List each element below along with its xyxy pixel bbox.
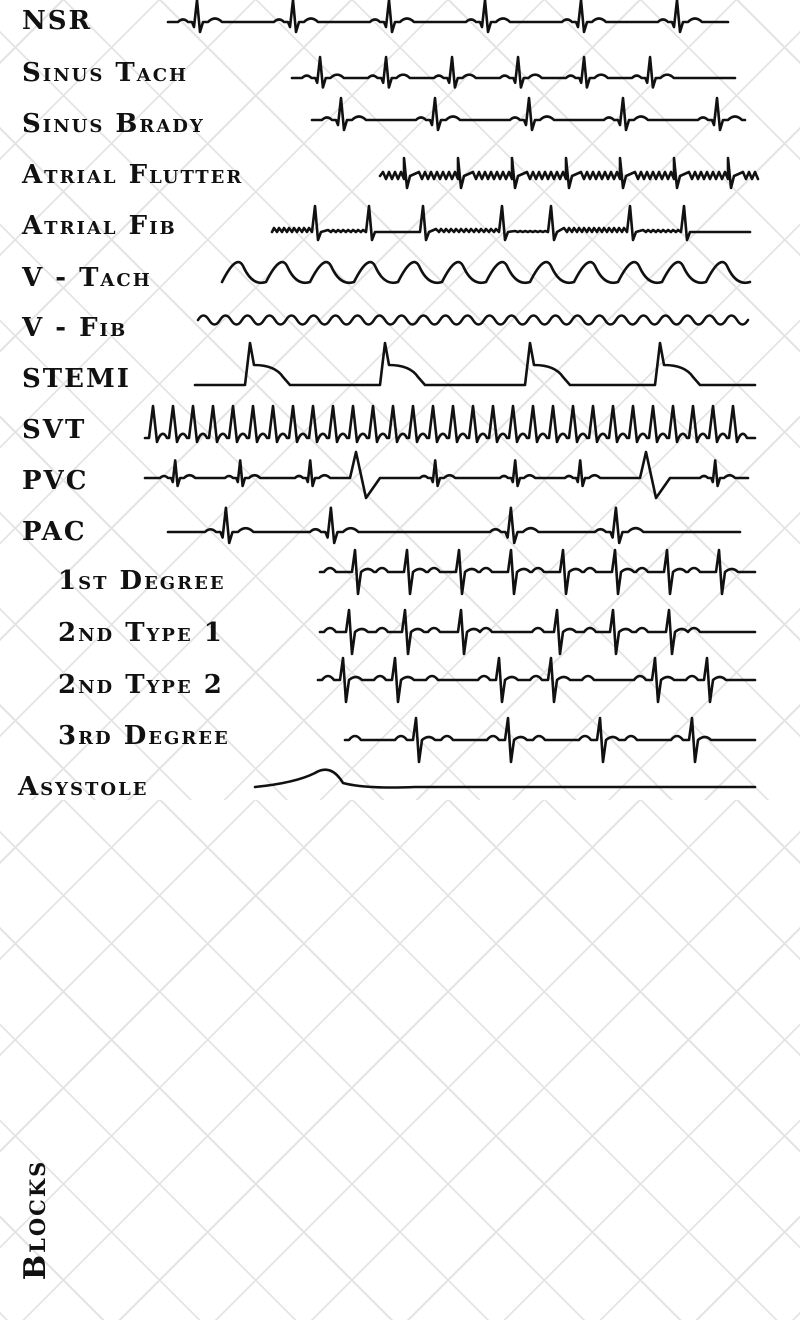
label-svt: SVT [22, 415, 87, 445]
ecg-rhythm-chart: NSR Sinus Tach Sinus Brady Atrial Flutte… [18, 0, 760, 1280]
ecg-trace-block3 [343, 716, 757, 764]
label-nsr: NSR [22, 6, 93, 36]
ecg-trace-block1 [318, 548, 757, 596]
ecg-trace-asystole [253, 768, 757, 789]
label-pac: PAC [22, 517, 87, 547]
label-aflutter: Atrial Flutter [22, 160, 244, 190]
ecg-trace-stach [290, 55, 737, 89]
ecg-trace-vtach [220, 260, 752, 284]
label-block2t2: 2nd Type 2 [58, 670, 224, 700]
blocks-group-label: Blocks [18, 1159, 53, 1281]
ecg-trace-pac [166, 506, 742, 545]
label-vtach: V - Tach [22, 263, 152, 293]
label-stach: Sinus Tach [22, 58, 189, 88]
ecg-trace-block2t2 [316, 656, 757, 704]
ecg-traces [143, 0, 760, 789]
ecg-trace-svt [143, 404, 757, 444]
label-afib: Atrial Fib [22, 211, 177, 241]
label-block3: 3rd Degree [58, 721, 230, 751]
label-vfib: V - Fib [22, 313, 128, 343]
ecg-trace-pvc [143, 450, 750, 500]
ecg-trace-afib [270, 204, 752, 242]
label-block2t1: 2nd Type 1 [58, 618, 224, 648]
label-asystole: Asystole [18, 772, 149, 802]
ecg-trace-nsr [166, 0, 730, 34]
label-block1: 1st Degree [58, 566, 226, 596]
ecg-trace-stemi [193, 341, 757, 387]
label-stemi: STEMI [22, 364, 131, 394]
ecg-trace-aflutter [378, 156, 760, 190]
ecg-trace-vfib [196, 314, 750, 326]
ecg-trace-sbrady [310, 96, 747, 132]
label-sbrady: Sinus Brady [22, 109, 205, 139]
label-pvc: PVC [22, 466, 89, 496]
ecg-trace-block2t1 [318, 608, 757, 656]
